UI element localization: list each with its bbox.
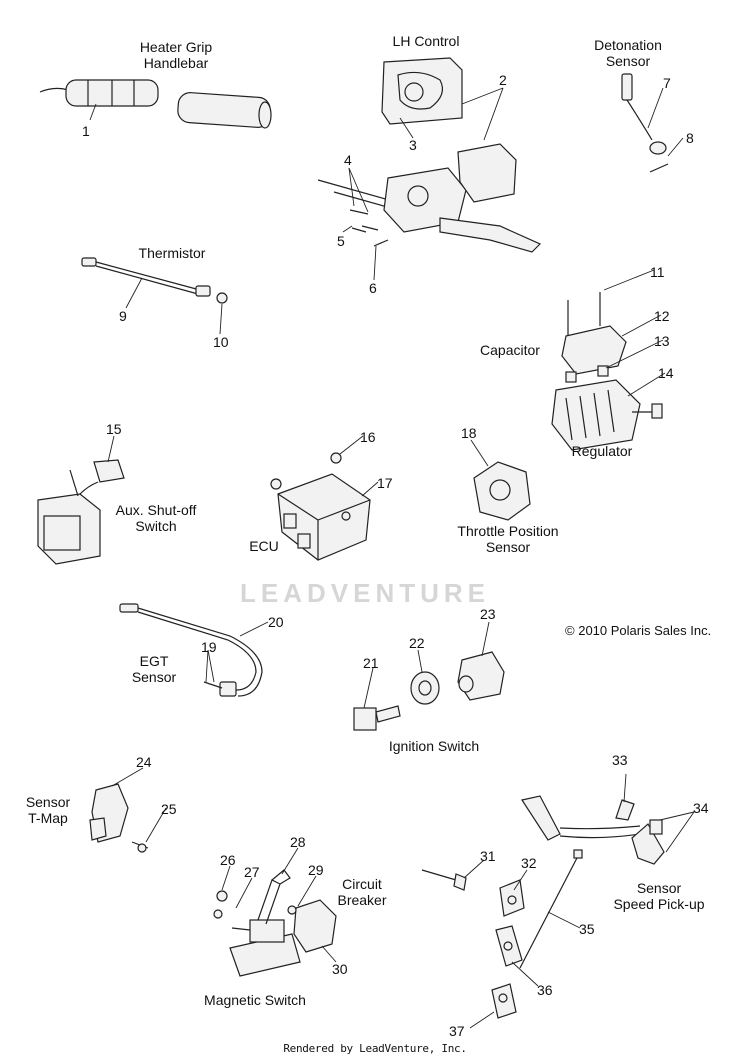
callout-17: 17 [377,475,393,491]
callout-5: 5 [337,233,345,249]
callout-9: 9 [119,308,127,324]
callout-35: 35 [579,921,595,937]
callout-6: 6 [369,280,377,296]
aux-shutoff-switch-part [37,459,125,565]
callout-2: 2 [499,72,507,88]
ecu-part [270,452,371,561]
callout-23: 23 [480,606,496,622]
regulator-part [551,379,663,451]
label-lh-control: LH Control [392,33,460,49]
callout-29: 29 [308,862,324,878]
callout-12: 12 [654,308,670,324]
callout-32: 32 [521,855,537,871]
callout-33: 33 [612,752,628,768]
label-sensor-tmap: Sensor T-Map [25,794,71,826]
leader-lines [89,87,695,1029]
callout-37: 37 [449,1023,465,1039]
ignition-switch-part [353,651,505,731]
copyright-note: © 2010 Polaris Sales Inc. [565,623,711,638]
callout-13: 13 [654,333,670,349]
callout-16: 16 [360,429,376,445]
callout-4: 4 [344,152,352,168]
callout-8: 8 [686,130,694,146]
callout-31: 31 [480,848,496,864]
callout-27: 27 [244,864,260,880]
label-sensor-speed: Sensor Speed Pick-up [613,880,705,912]
callout-15: 15 [106,421,122,437]
capacitor-part [561,292,627,383]
footer-rendered-by: Rendered by LeadVenture, Inc. [283,1042,467,1055]
callout-34: 34 [693,800,709,816]
callout-24: 24 [136,754,152,770]
callout-11: 11 [650,264,665,280]
label-aux-shutoff: Aux. Shut-off Switch [115,502,197,534]
lh-control-assembly-part [317,143,542,253]
callout-21: 21 [363,655,379,671]
callout-3: 3 [409,137,417,153]
sensor-speed-pickup-part [521,795,665,865]
heater-grip-part [39,79,272,129]
callout-25: 25 [161,801,177,817]
label-ecu: ECU [249,538,279,554]
label-ignition-switch: Ignition Switch [388,738,480,754]
label-throttle-position: Throttle Position Sensor [457,523,559,555]
thermistor-part [81,257,228,304]
egt-sensor-part [119,603,263,697]
label-heater-grip: Heater Grip Handlebar [139,39,213,71]
label-thermistor: Thermistor [138,245,206,261]
lh-control-housing-part [381,57,463,125]
callout-20: 20 [268,614,284,630]
label-regulator: Regulator [571,443,633,459]
callout-14: 14 [658,365,674,381]
label-egt-sensor: EGT Sensor [131,653,177,685]
fastener-31-part [421,869,467,891]
label-magnetic-switch: Magnetic Switch [204,992,306,1008]
label-capacitor: Capacitor [480,342,540,358]
detonation-sensor-part [621,73,669,173]
label-circuit-breaker: Circuit Breaker [337,876,387,908]
clip-32-part [499,879,525,917]
callout-30: 30 [332,961,348,977]
clip-36-part [495,925,523,967]
sensor-tmap-part [89,783,149,853]
callout-28: 28 [290,834,306,850]
circuit-breaker-part [287,899,337,953]
copyright-text: 2010 Polaris Sales Inc. [578,623,712,638]
callout-22: 22 [409,635,425,651]
copyright-symbol: © [565,623,575,638]
callout-18: 18 [461,425,477,441]
callout-10: 10 [213,334,229,350]
callout-26: 26 [220,852,236,868]
callout-36: 36 [537,982,553,998]
magnetic-switch-part [213,869,301,977]
label-detonation-sensor: Detonation Sensor [594,37,662,69]
clip-37-part [491,983,517,1019]
watermark: LEADVENTURE [240,578,491,608]
callout-7: 7 [663,75,671,91]
callout-1: 1 [82,123,90,139]
throttle-position-sensor-part [473,461,531,521]
callout-19: 19 [201,639,217,655]
